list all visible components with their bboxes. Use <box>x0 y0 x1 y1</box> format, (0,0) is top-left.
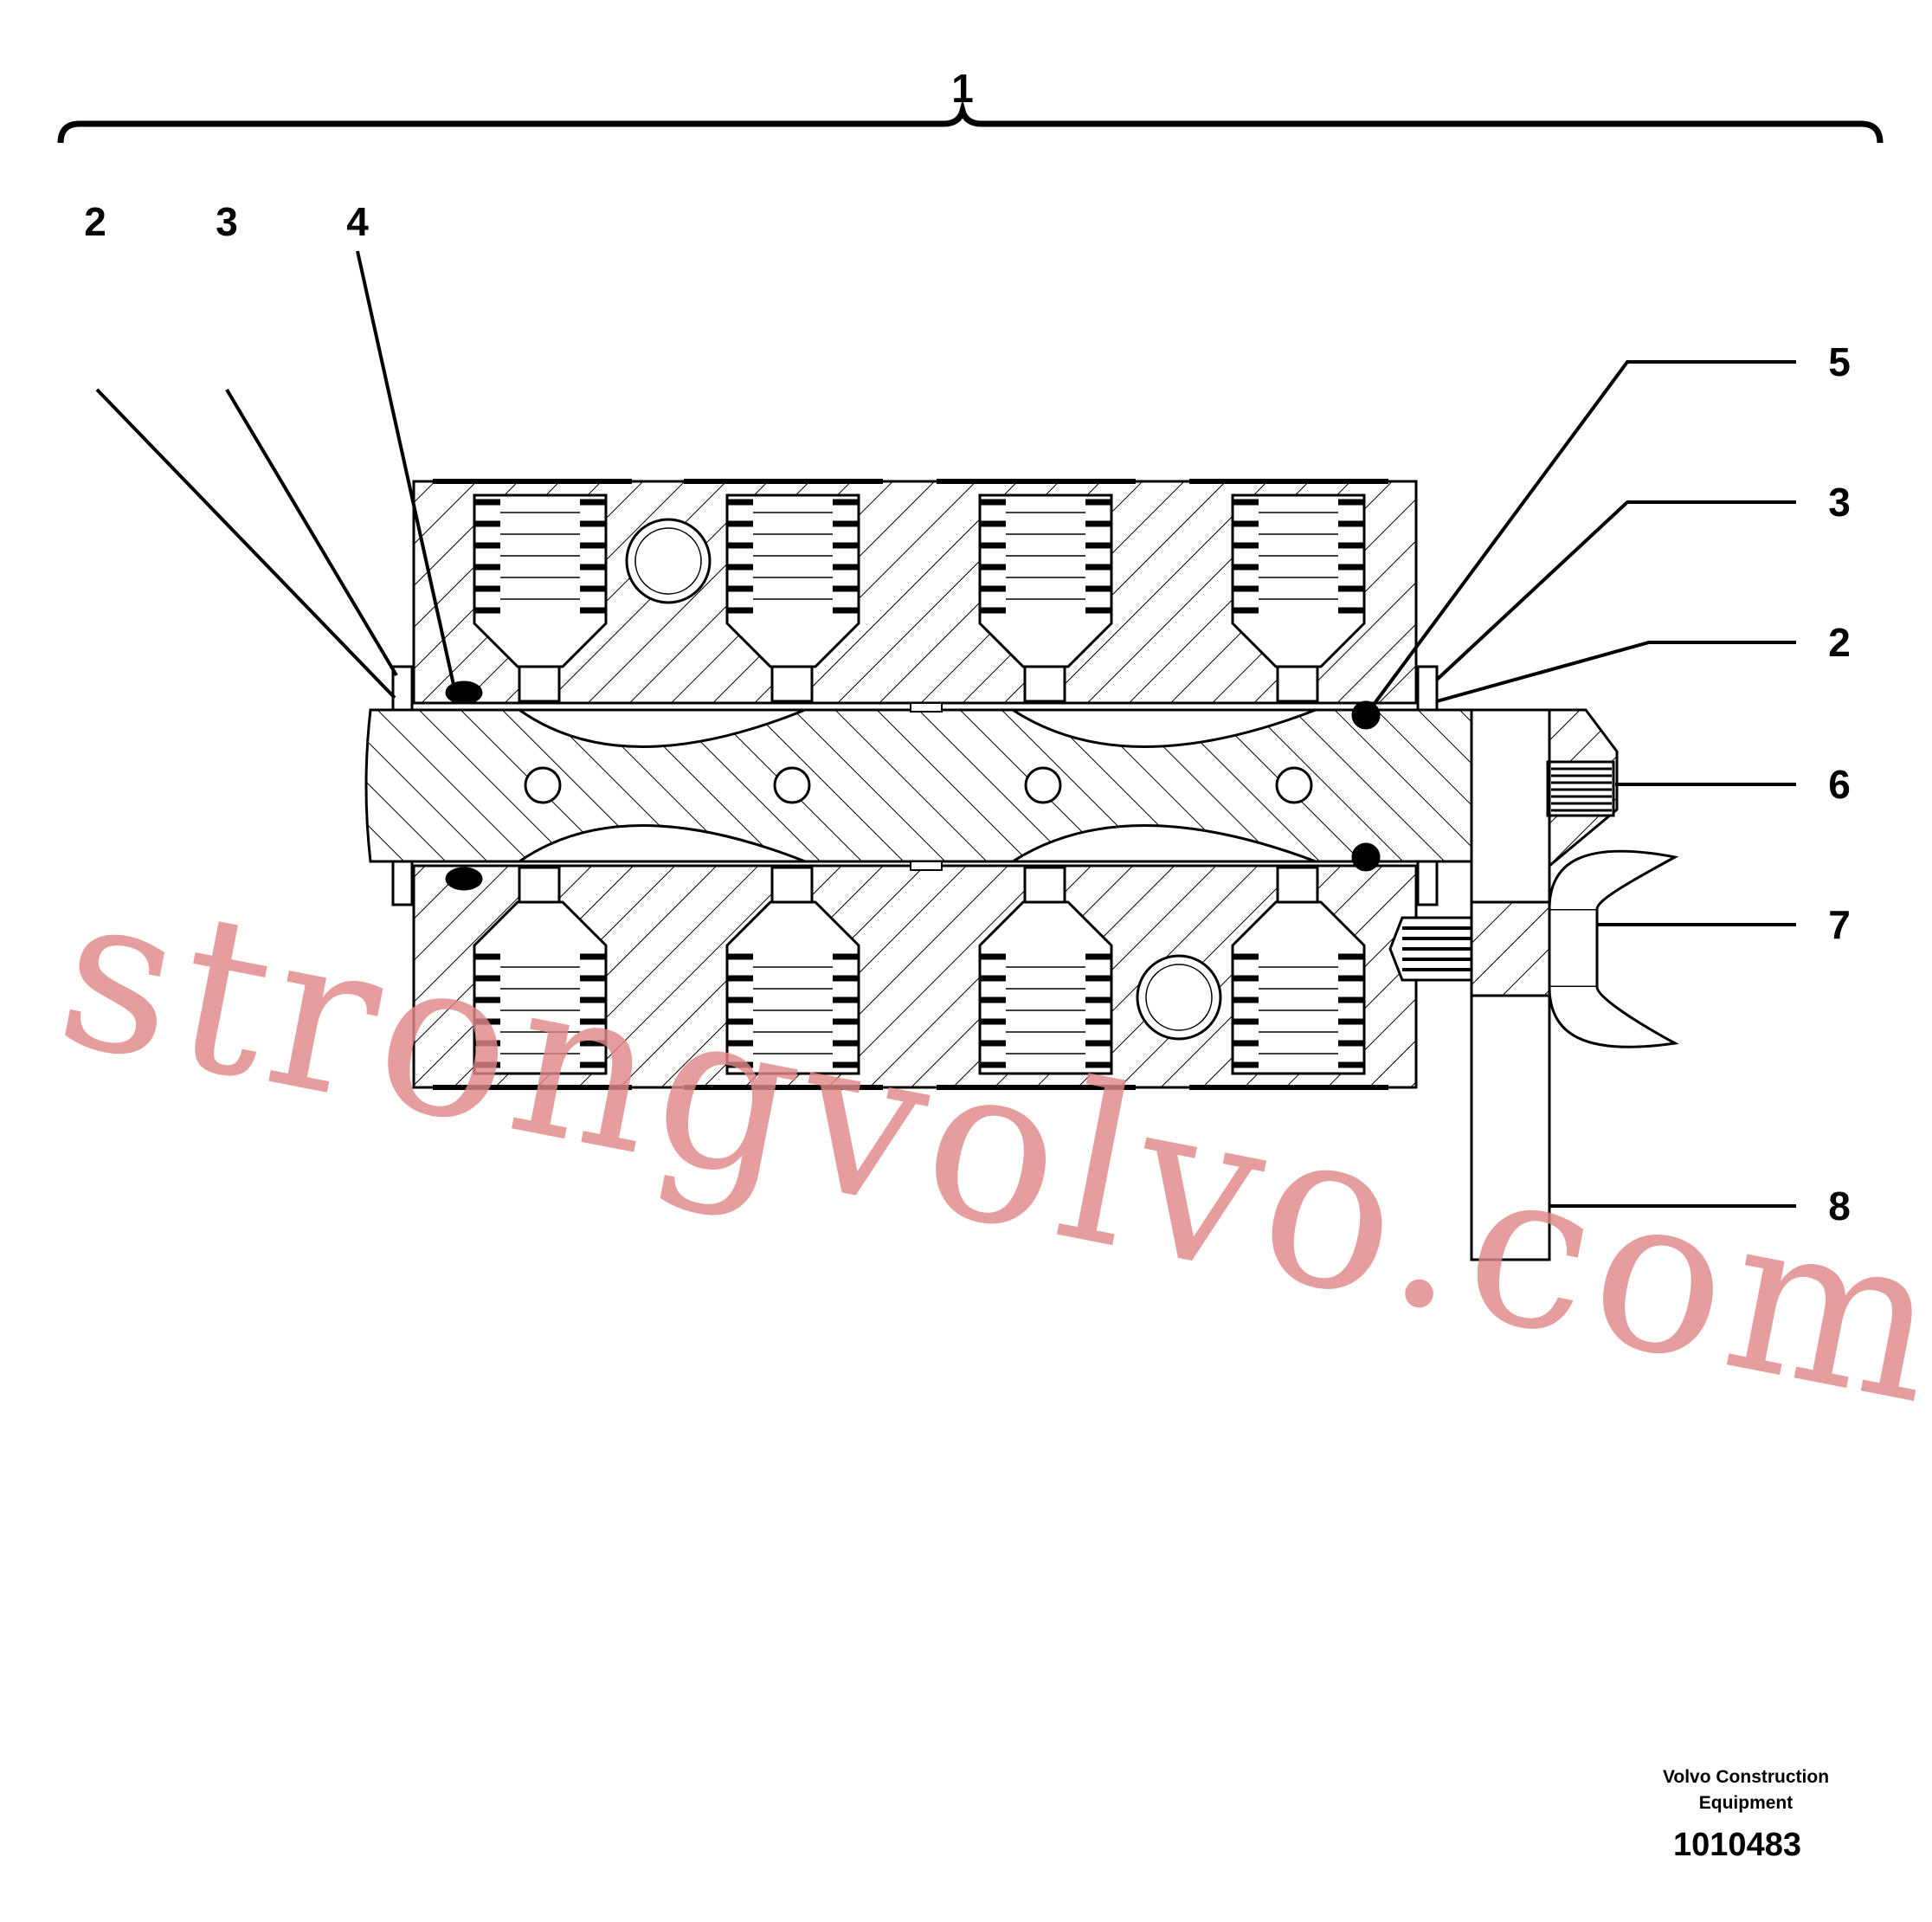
wing-nut <box>1388 849 1679 1048</box>
seal-rings <box>391 665 1439 906</box>
callout-3-left: 3 <box>216 199 238 244</box>
callout-5-right: 5 <box>1828 339 1851 384</box>
manufacturer-caption-line-2: Equipment <box>1698 1793 1794 1813</box>
lower-spring-thin-coils <box>500 966 1338 1055</box>
upper-spring-thin-coils <box>500 512 1338 600</box>
housing-ports <box>625 518 1222 1041</box>
leader-lines <box>95 250 1796 1208</box>
callout-6-right: 6 <box>1828 762 1851 807</box>
upper-spring-bores <box>473 493 1366 703</box>
callout-3-right: 3 <box>1828 480 1851 525</box>
drawing-number: 1010483 <box>1673 1827 1801 1863</box>
callout-8-right: 8 <box>1828 1184 1851 1229</box>
lower-spring-bores <box>473 866 1366 1075</box>
valve-spool <box>364 702 1473 871</box>
lower-spring-coils <box>474 953 1364 1068</box>
callout-2-right: 2 <box>1828 620 1851 665</box>
callout-7-right: 7 <box>1828 902 1851 947</box>
callout-2-left: 2 <box>84 199 106 244</box>
manufacturer-caption-line-1: Volvo Construction <box>1662 1767 1830 1787</box>
assembly-brace <box>57 99 1884 144</box>
upper-spring-coils <box>474 499 1364 614</box>
callout-1: 1 <box>951 66 974 111</box>
callout-4-left: 4 <box>346 199 369 244</box>
set-screw <box>1548 760 1615 817</box>
